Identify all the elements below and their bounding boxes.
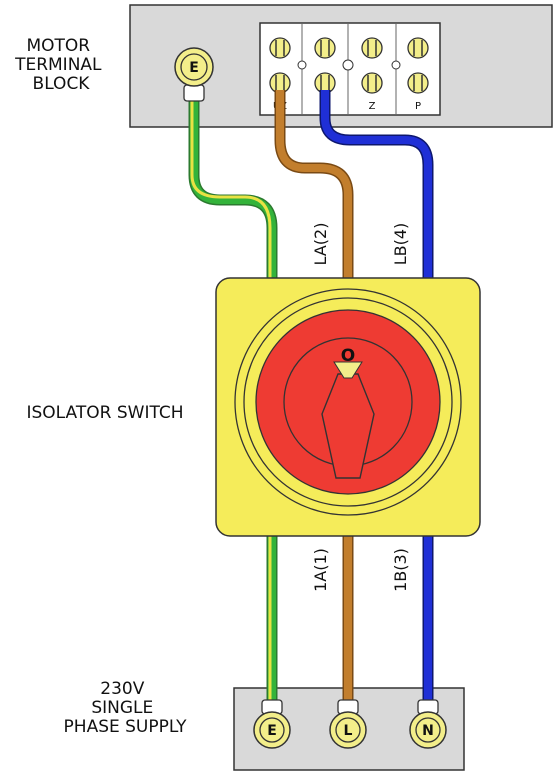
motor-label-line: BLOCK <box>33 74 91 94</box>
earth-wire-lower <box>266 530 278 706</box>
supply-label-line: PHASE SUPPLY <box>64 717 188 737</box>
terminal-label-z: Z <box>369 101 376 112</box>
isolator-switch-label: ISOLATOR SWITCH <box>27 403 184 423</box>
wire-label-1a: 1A(1) <box>311 548 330 592</box>
supply-label-line: 230V <box>100 679 144 699</box>
supply-label: 230V SINGLE PHASE SUPPLY <box>64 679 188 737</box>
terminal-screw <box>361 72 383 94</box>
motor-earth-label: E <box>189 60 199 76</box>
supply-terminal-l-label: L <box>344 723 353 739</box>
terminal-label-p: P <box>415 101 421 112</box>
motor-terminal-block-label: MOTOR TERMINAL BLOCK <box>14 36 107 94</box>
knob-handle[interactable] <box>321 373 375 479</box>
terminal-screw <box>314 72 336 94</box>
supply-label-line: SINGLE <box>91 698 153 718</box>
terminal-screw <box>407 37 429 59</box>
supply-terminal-n-label: N <box>422 723 434 739</box>
supply-terminal-e-label: E <box>267 723 277 739</box>
terminal-strip <box>259 22 441 116</box>
terminal-screw <box>407 72 429 94</box>
wire-label-1b: 1B(3) <box>391 548 410 592</box>
terminal-screw <box>314 37 336 59</box>
live-wire-upper <box>274 90 354 282</box>
motor-earth-terminal <box>174 47 214 102</box>
supply-terminal-n <box>409 699 447 749</box>
earth-wire-upper <box>188 90 278 282</box>
supply-terminal-l <box>329 699 367 749</box>
motor-label-line: TERMINAL <box>14 55 102 75</box>
motor-label-line: MOTOR <box>26 36 90 56</box>
switch-position-label: O <box>341 346 355 366</box>
terminal-screw <box>269 37 291 59</box>
isolator-switch[interactable] <box>215 277 481 537</box>
wire-label-la: LA(2) <box>311 223 330 266</box>
neutral-wire-upper <box>319 90 434 282</box>
wire-label-lb: LB(4) <box>391 223 410 266</box>
supply-terminal-e <box>253 699 291 749</box>
terminal-screw <box>361 37 383 59</box>
